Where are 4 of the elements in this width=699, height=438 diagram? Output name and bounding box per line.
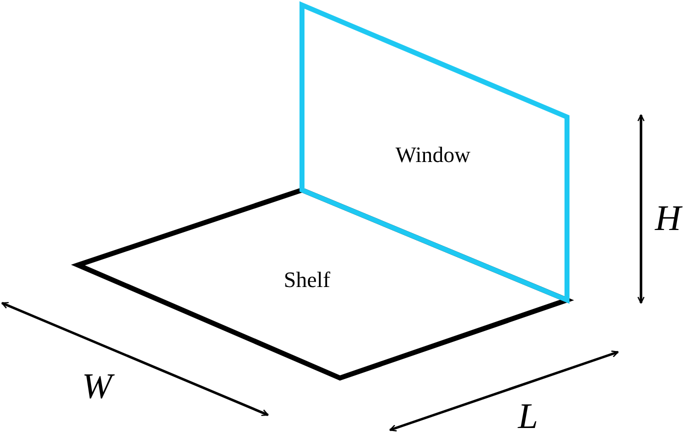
panel-label: Shelf	[284, 269, 330, 291]
panel-label: Window	[396, 144, 470, 166]
dimension-label: L	[518, 398, 538, 434]
dimension-label: H	[655, 200, 681, 236]
